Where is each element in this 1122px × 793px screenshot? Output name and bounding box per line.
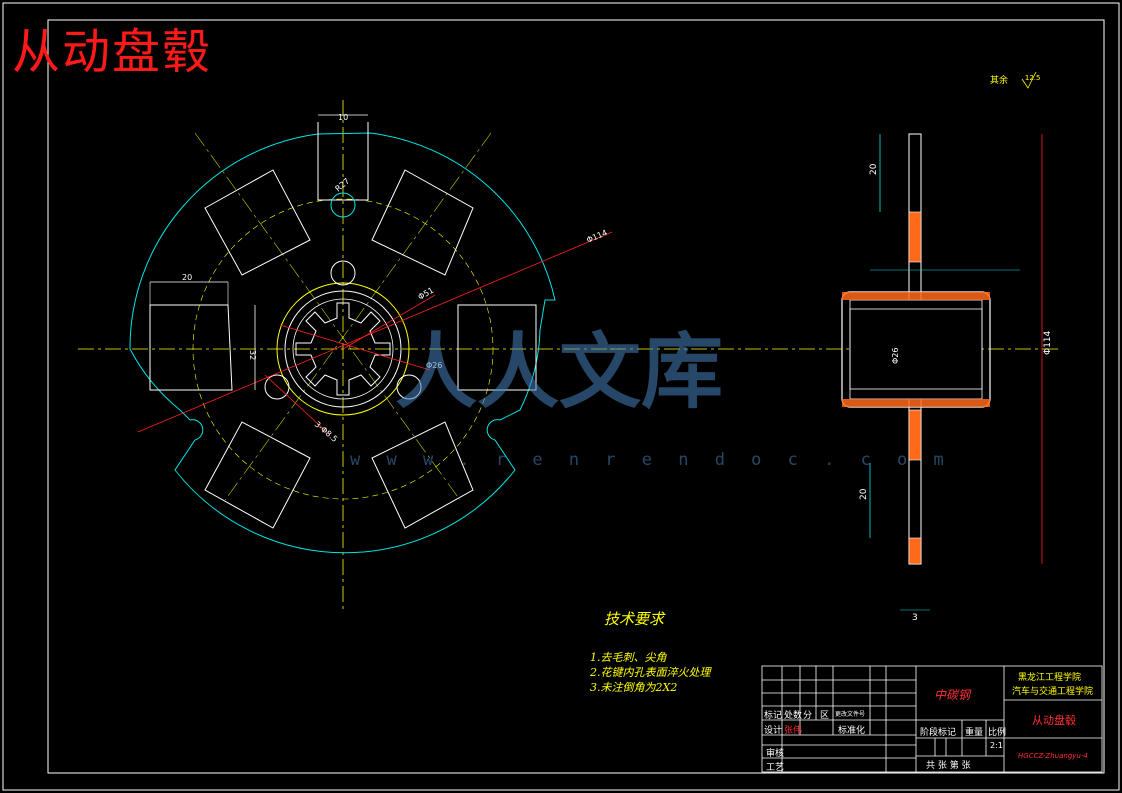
dim-phi26: Φ26 xyxy=(426,361,442,370)
tb-drawing-no: HGCCZ-Zhuangyu-4 xyxy=(1018,752,1088,760)
tb-review: 审核 xyxy=(766,749,785,759)
tech-requirements-title: 技术要求 xyxy=(604,610,665,628)
tb-zone2: 区 xyxy=(820,711,830,721)
tb-school-2: 汽车与交通工程学院 xyxy=(1012,687,1094,697)
side-dim-phi114: Φ114 xyxy=(1043,330,1053,355)
tb-zone: 分 xyxy=(803,711,813,721)
tb-part-name: 从动盘毂 xyxy=(1032,714,1076,727)
tb-change-doc: 更改文件号 xyxy=(835,711,866,718)
side-dim-phi: Φ26 xyxy=(891,348,900,364)
watermark-url: w w w . r e n r e n d o c . c o m xyxy=(350,450,952,470)
title-block-grid xyxy=(761,665,1103,773)
tb-count: 处数 xyxy=(784,711,803,721)
tb-process: 工艺 xyxy=(766,763,785,773)
roughness-value: 12.5 xyxy=(1024,74,1041,82)
tech-item: 1.去毛刺、尖角 xyxy=(590,651,667,664)
roughness-note: 其余 12.5 xyxy=(990,73,1040,86)
dim-r27: R27 xyxy=(334,177,352,194)
tech-requirements-list: 1.去毛刺、尖角 2.花键内孔表面淬火处理 3.未注倒角为2X2 xyxy=(590,650,711,695)
tech-item: 2.花键内孔表面淬火处理 xyxy=(590,666,711,679)
watermark-logo-text: 人人文库 xyxy=(395,325,724,420)
tb-stage: 阶段标记 xyxy=(920,728,957,738)
tb-design: 设计 xyxy=(764,726,783,736)
tb-scale-val: 2:1 xyxy=(990,741,1003,750)
front-view: 10 R27 Φ114 Φ51 Φ26 20 32 3-Φ8.5 xyxy=(78,100,620,610)
roughness-symbol xyxy=(1021,71,1037,89)
tb-material: 中碳钢 xyxy=(934,688,971,702)
tb-scale: 比例 xyxy=(988,728,1007,738)
dim-left-20: 20 xyxy=(182,273,192,282)
dim-phi51: Φ51 xyxy=(417,286,436,302)
tb-designer: 张伟 xyxy=(784,726,803,736)
roughness-label: 其余 xyxy=(990,76,1009,86)
side-dim-20-bot: 20 xyxy=(859,488,869,500)
side-dim-20-top: 20 xyxy=(869,163,879,175)
tb-sheets: 共 张 第 张 xyxy=(926,761,971,771)
inner-border xyxy=(47,19,1105,774)
dim-top-slot: 10 xyxy=(338,113,348,122)
dim-hole: 3-Φ8.5 xyxy=(313,420,339,444)
dim-left-32: 32 xyxy=(248,350,257,360)
tech-item: 3.未注倒角为2X2 xyxy=(590,681,678,694)
drawing-title: 从动盘毂 xyxy=(12,24,213,80)
tb-standard: 标准化 xyxy=(838,726,866,736)
side-dim-3: 3 xyxy=(912,613,918,623)
tb-school-1: 黑龙江工程学院 xyxy=(1018,673,1082,683)
tb-weight: 重量 xyxy=(965,728,984,738)
dim-phi114: Φ114 xyxy=(585,228,608,245)
side-view: 20 20 Φ114 Φ26 3 xyxy=(610,133,1060,623)
tb-mark: 标记 xyxy=(764,711,783,721)
